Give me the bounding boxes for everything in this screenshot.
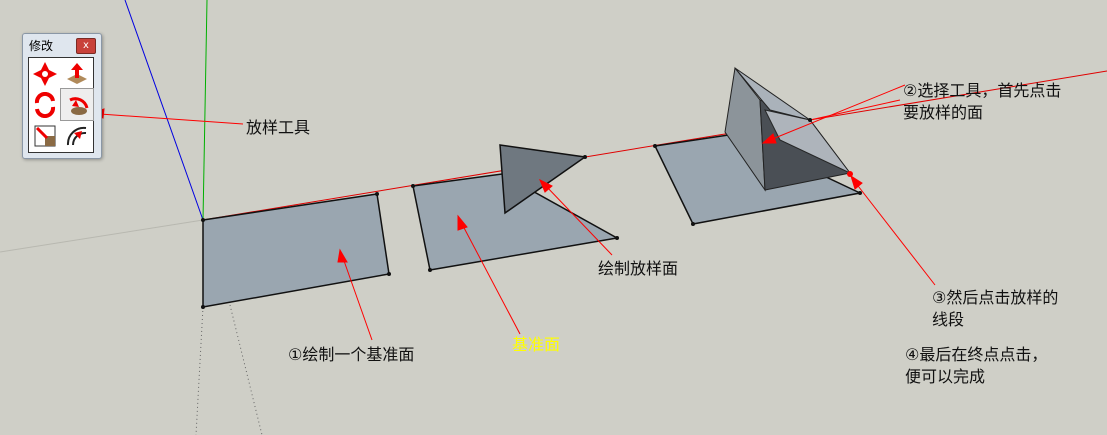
rotate-tool-button[interactable] <box>29 89 61 120</box>
dotted-axis <box>195 306 204 435</box>
scale-tool-button[interactable] <box>29 120 61 151</box>
step2-line1: ②选择工具，首先点击 <box>903 81 1062 100</box>
step4-label: ④最后在终点点击， 便可以完成 <box>905 344 1047 388</box>
axis-line <box>0 219 204 253</box>
step3-label: ③然后点击放样的 线段 <box>932 287 1058 331</box>
close-button[interactable]: x <box>76 38 96 54</box>
vertices <box>201 118 862 309</box>
step2-label: ②选择工具，首先点击 要放样的面 <box>903 80 1061 124</box>
step3-line2: 线段 <box>932 310 965 329</box>
follow-me-tool-button[interactable] <box>60 88 94 121</box>
extrusion-top[interactable] <box>734 67 811 121</box>
follow-me-icon <box>69 96 89 115</box>
endpoint-marker <box>847 171 853 177</box>
step3-line1: ③然后点击放样的 <box>932 288 1059 307</box>
base-face-label: 基准面 <box>512 335 561 354</box>
offset-icon <box>66 126 87 145</box>
follow-me-tool-label: 放样工具 <box>246 118 311 137</box>
offset-tool-button[interactable] <box>61 120 93 151</box>
base-face-1[interactable] <box>202 193 390 308</box>
move-icon <box>33 61 57 86</box>
dotted-axis <box>229 304 263 435</box>
step4-line2: 便可以完成 <box>905 367 986 386</box>
push-pull-icon <box>67 62 87 84</box>
green-axis <box>202 0 208 221</box>
push-pull-tool-button[interactable] <box>61 58 93 89</box>
toolbar-title: 修改 <box>29 39 54 53</box>
rotate-icon <box>34 91 56 118</box>
tool-grid <box>28 57 94 153</box>
scale-icon <box>34 125 56 146</box>
step1-label: ①绘制一个基准面 <box>288 345 415 364</box>
blue-axis <box>124 0 204 221</box>
modify-toolbar: 修改 x <box>22 33 102 159</box>
move-tool-button[interactable] <box>29 58 61 89</box>
step4-line1: ④最后在终点点击， <box>905 345 1048 364</box>
step2-line2: 要放样的面 <box>903 103 984 122</box>
draw-profile-label: 绘制放样面 <box>598 259 679 278</box>
